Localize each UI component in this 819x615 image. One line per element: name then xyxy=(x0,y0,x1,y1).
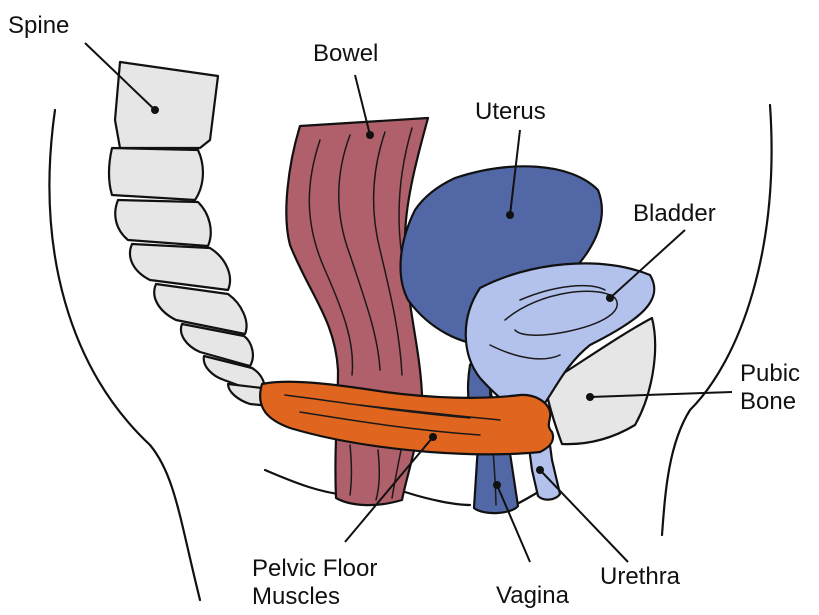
label-pubic-bone: Pubic Bone xyxy=(740,360,800,416)
pelvic-floor-leader-dot xyxy=(429,433,437,441)
vagina-leader-dot xyxy=(493,481,501,489)
vertebra-top xyxy=(115,62,218,148)
label-pubic-bone-line-2: Bone xyxy=(740,388,800,416)
body-outline-front xyxy=(662,105,772,535)
label-spine: Spine xyxy=(8,12,69,40)
label-pelvic-floor-line-1: Pelvic Floor xyxy=(252,555,377,583)
sacrum-segment-2 xyxy=(115,200,211,246)
label-bladder: Bladder xyxy=(633,200,716,228)
sacrum-segment-1 xyxy=(109,148,203,200)
label-vagina: Vagina xyxy=(496,582,569,610)
label-uterus: Uterus xyxy=(475,98,546,126)
label-pelvic-floor-muscles: Pelvic Floor Muscles xyxy=(252,555,377,611)
label-urethra: Urethra xyxy=(600,563,680,591)
urethra-leader-dot xyxy=(536,466,544,474)
label-bowel: Bowel xyxy=(313,40,378,68)
pubic-bone-leader-dot xyxy=(586,393,594,401)
label-pubic-bone-line-1: Pubic xyxy=(740,360,800,388)
bladder-leader-dot xyxy=(606,294,614,302)
bowel-leader-dot xyxy=(366,131,374,139)
urethra-leader xyxy=(540,470,628,562)
label-pelvic-floor-line-2: Muscles xyxy=(252,583,377,611)
sacrum-segment-3 xyxy=(130,244,230,290)
spine-leader-dot xyxy=(151,106,159,114)
uterus-leader-dot xyxy=(506,211,514,219)
spine xyxy=(109,62,271,406)
